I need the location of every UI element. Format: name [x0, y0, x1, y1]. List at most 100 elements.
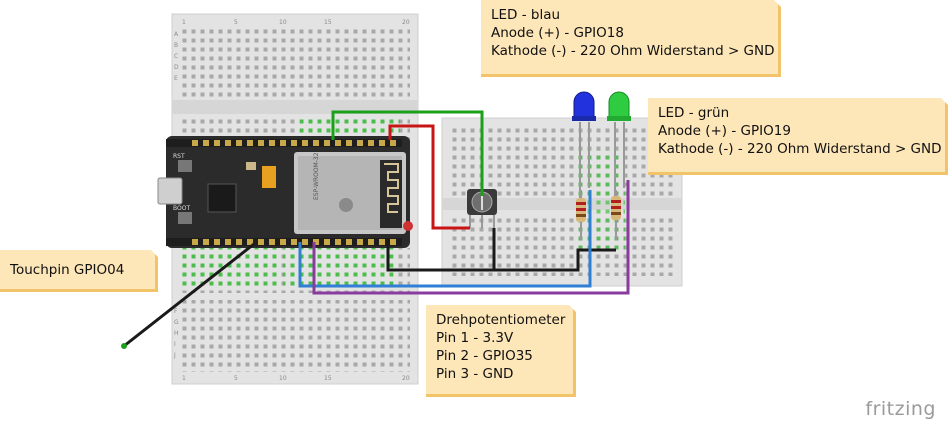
wire-blue-gpio18	[298, 190, 592, 288]
column-number-label: 1	[182, 19, 186, 26]
header-pin	[346, 140, 352, 146]
usb-serial-chip	[207, 183, 237, 213]
note-potentiometer-title: Drehpotentiometer	[436, 312, 566, 328]
rst-button[interactable]	[178, 160, 192, 172]
header-pin	[280, 140, 286, 146]
header-pin	[291, 239, 297, 245]
header-pin	[192, 239, 198, 245]
column-number-label: 15	[324, 19, 332, 26]
row-letter-label: C	[174, 53, 178, 60]
header-pin	[390, 239, 396, 245]
wire-black-gnd	[386, 228, 616, 272]
capacitor	[262, 166, 276, 188]
potentiometer	[467, 189, 497, 228]
row-letter-label: A	[174, 31, 179, 38]
column-number-label: 1	[182, 375, 186, 382]
breadboard-left	[171, 13, 419, 385]
note-led-blue-cathode: Kathode (-) - 220 Ohm Widerstand > GND	[491, 43, 775, 59]
header-pin	[269, 239, 275, 245]
header-pin	[247, 140, 253, 146]
header-pin	[324, 239, 330, 245]
header-pin	[203, 239, 209, 245]
note-led-green-cathode: Kathode (-) - 220 Ohm Widerstand > GND	[658, 141, 942, 157]
header-pin	[335, 239, 341, 245]
row-letter-label: J	[173, 352, 176, 359]
note-potentiometer-pin3: Pin 3 - GND	[436, 366, 514, 382]
column-number-label: 5	[234, 375, 238, 382]
breadboard-left-bottom-holes	[180, 300, 410, 372]
row-letter-label: G	[174, 319, 179, 326]
header-pin	[357, 140, 363, 146]
row-letter-label: H	[174, 330, 179, 337]
header-pin	[203, 140, 209, 146]
header-pin	[357, 239, 363, 245]
led-blue	[572, 91, 596, 200]
header-pin	[247, 239, 253, 245]
row-letter-label: D	[174, 64, 179, 71]
header-pin	[236, 239, 242, 245]
note-potentiometer: Drehpotentiometer Pin 1 - 3.3V Pin 2 - G…	[426, 304, 577, 397]
header-pin	[269, 140, 275, 146]
header-pin	[368, 239, 374, 245]
wire-green-gpio35	[331, 110, 484, 196]
note-potentiometer-pin1: Pin 1 - 3.3V	[436, 330, 514, 346]
header-pin	[258, 239, 264, 245]
note-touchpin-title: Touchpin GPIO04	[10, 262, 125, 278]
module-label: ESP-WROOM-32	[313, 152, 320, 200]
header-pin	[225, 239, 231, 245]
header-pin	[192, 140, 198, 146]
usb-connector	[157, 177, 183, 205]
row-letter-label: E	[174, 75, 178, 82]
column-number-label: 15	[324, 375, 332, 382]
column-number-label: 20	[402, 375, 410, 382]
header-pin	[291, 140, 297, 146]
header-pin	[302, 239, 308, 245]
wire-red-3v3	[388, 124, 470, 230]
note-led-green-title: LED - grün	[658, 105, 730, 121]
note-led-green-anode: Anode (+) - GPIO19	[658, 123, 791, 139]
esp32-board: RST BOOT ESP-WROOM-32	[157, 136, 413, 248]
header-pin	[379, 239, 385, 245]
header-pin	[225, 140, 231, 146]
column-number-label: 5	[234, 19, 238, 26]
header-pin	[258, 140, 264, 146]
led-green	[607, 91, 631, 200]
header-pin	[302, 140, 308, 146]
header-pin	[379, 140, 385, 146]
note-led-blue-title: LED - blau	[491, 7, 561, 23]
header-pin	[236, 140, 242, 146]
boot-label: BOOT	[173, 205, 190, 212]
header-pin	[214, 140, 220, 146]
breadboard-left-top-holes	[180, 28, 410, 100]
header-pin	[313, 239, 319, 245]
wire-purple-gpio19	[312, 180, 630, 295]
column-number-label: 10	[279, 19, 287, 26]
resistor-blue-led	[576, 190, 586, 240]
wire-black-touchpin	[121, 242, 255, 349]
column-number-label: 10	[279, 375, 287, 382]
note-potentiometer-pin2: Pin 2 - GPIO35	[436, 348, 533, 364]
header-pin	[313, 140, 319, 146]
header-pin	[346, 239, 352, 245]
note-led-blue: LED - blau Anode (+) - GPIO18 Kathode (-…	[481, 0, 782, 77]
header-pin	[324, 140, 330, 146]
header-pin	[335, 140, 341, 146]
rst-label: RST	[173, 153, 185, 160]
column-number-label: 20	[402, 19, 410, 26]
note-touchpin: Touchpin GPIO04	[0, 249, 159, 292]
row-letter-label: B	[174, 42, 178, 49]
header-pin	[368, 140, 374, 146]
header-pin	[214, 239, 220, 245]
boot-button[interactable]	[178, 212, 192, 224]
fritzing-logo: fritzing	[865, 398, 936, 420]
header-pin	[280, 239, 286, 245]
row-letter-label: F	[174, 308, 178, 315]
row-letter-label: I	[174, 341, 176, 348]
resistor-green-led	[611, 190, 621, 240]
note-led-blue-anode: Anode (+) - GPIO18	[491, 25, 624, 41]
note-led-green: LED - grün Anode (+) - GPIO19 Kathode (-…	[648, 97, 949, 175]
